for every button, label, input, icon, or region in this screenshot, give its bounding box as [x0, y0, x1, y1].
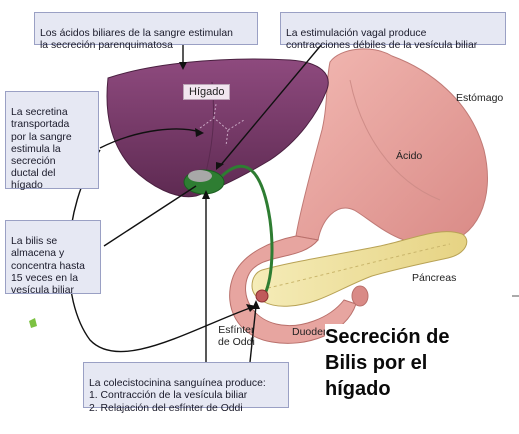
pancreas-label: Páncreas [412, 272, 457, 284]
liver-label-box: Hígado [183, 84, 231, 100]
slide-title-line-3: hígado [325, 378, 391, 400]
box-vagal-text: La estimulación vagal produce contraccio… [286, 28, 478, 52]
box-colecistocinina: La colecistocinina sanguínea produce: 1.… [83, 362, 289, 414]
liver-shape [106, 58, 329, 198]
duodenum-label: Duodeno [292, 326, 335, 338]
liver-label: Hígado [189, 86, 225, 98]
slide-title: Secreción de Bilis por el hígado [325, 324, 519, 434]
box-bilis-text: La bilis se almacena y concentra hasta 1… [11, 236, 85, 297]
box-estimulacion-vagal: La estimulación vagal produce contraccio… [280, 12, 506, 51]
box-secretina: La secretina transportada por la sangre … [5, 91, 99, 192]
box-acidos-biliares: Los ácidos biliares de la sangre estimul… [34, 12, 258, 51]
acid-label: Ácido [396, 150, 423, 162]
box-bilis-almacena: La bilis se almacena y concentra hasta 1… [5, 220, 101, 297]
sphincter-label: Esfínter de Oddi [218, 324, 255, 348]
box-colecistocinina-text: La colecistocinina sanguínea produce: 1.… [89, 378, 266, 414]
slide-title-line-1: Secreción de [325, 326, 450, 348]
box-secretina-text: La secretina transportada por la sangre … [11, 107, 72, 192]
box-acidos-text: Los ácidos biliares de la sangre estimul… [40, 28, 233, 52]
pancreas-shape [251, 231, 468, 307]
slide-title-line-2: Bilis por el [325, 352, 428, 374]
stomach-label: Estómago [456, 92, 504, 104]
bile-duct-line [220, 164, 274, 297]
